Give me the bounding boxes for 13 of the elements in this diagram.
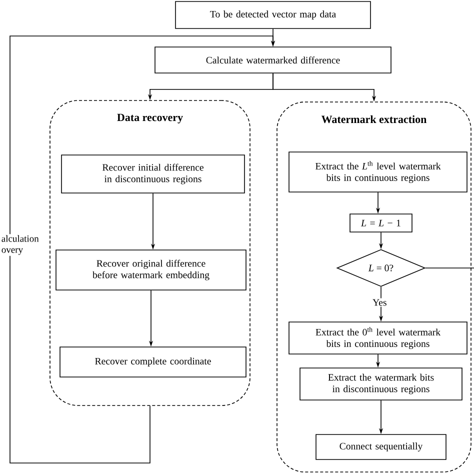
edge-label: alculation overy	[0, 234, 46, 256]
edge-label: Yes	[372, 298, 388, 307]
process-box: L = L − 1	[350, 214, 412, 232]
arrow	[10, 36, 276, 464]
process-box: Recover complete coordinate	[60, 346, 246, 378]
process-box: Recover original difference before watermark embedding	[56, 250, 246, 290]
process-box: Extract the watermark bits in discontinuous regions	[300, 368, 462, 400]
process-box: To be detected vector map data	[175, 1, 371, 29]
process-box: Extract the 0$^{th}$ level watermark bits in continuous regions	[288, 322, 468, 354]
process-box: Recover initial difference in discontinuous regions	[61, 154, 245, 194]
process-box: Connect sequentially	[316, 434, 446, 460]
process-box: Calculate watermarked difference	[154, 46, 392, 74]
process-box: Extract the L$^{th}$ level watermark bits in continuous regions	[288, 152, 468, 192]
